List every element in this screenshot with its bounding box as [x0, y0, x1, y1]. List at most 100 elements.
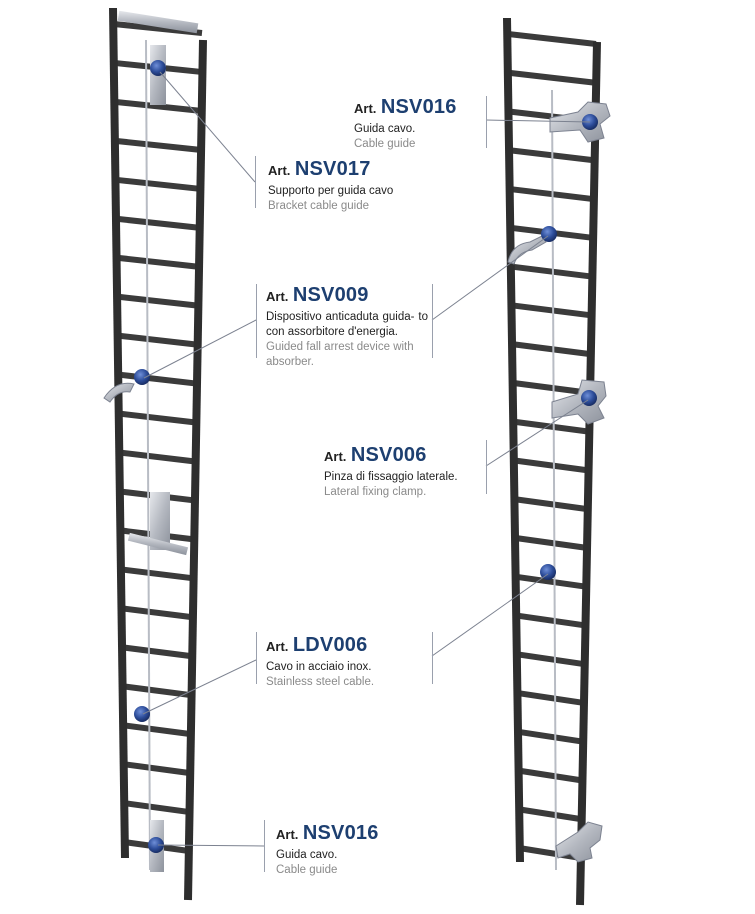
- right-ladder-rung: [512, 379, 590, 396]
- left-ladder-rung: [116, 215, 200, 231]
- right-bottom-guide: [555, 821, 603, 863]
- leader-nsv009-right: [431, 235, 549, 321]
- left-ladder-rung: [116, 293, 199, 309]
- separator-ldv006-right: [432, 632, 433, 684]
- separator-ldv006-left: [256, 632, 257, 684]
- label-code-line: Art. NSV017: [268, 156, 448, 184]
- right-knob-cable: [540, 564, 556, 580]
- right-ladder-rungs: [507, 31, 597, 861]
- right-ladder-rung: [508, 69, 596, 86]
- right-ladder-rung: [516, 728, 584, 745]
- label-nsv017: Art. NSV017 Supporto per guida cavo Brac…: [268, 156, 448, 214]
- art-prefix: Art.: [268, 163, 291, 178]
- left-ladder-rung: [115, 176, 200, 192]
- right-ladder-rung: [513, 457, 589, 474]
- english-description: Bracket cable guide: [268, 200, 370, 212]
- leader-nsv016-bottom: [157, 844, 265, 847]
- left-top-bracket: [117, 10, 199, 34]
- left-ladder-rail-right: [184, 39, 207, 901]
- right-ladder-rung: [507, 31, 597, 47]
- article-code: NSV016: [302, 822, 379, 844]
- left-knob-cable: [134, 706, 150, 722]
- left-ladder-rung: [114, 98, 202, 114]
- left-ladder-rung: [117, 371, 197, 387]
- left-ladder-rung: [117, 332, 198, 348]
- leader-ldv006-left: [142, 659, 257, 715]
- article-code: NSV016: [380, 96, 457, 118]
- right-ladder-rung: [517, 767, 583, 784]
- label-nsv006: Art. NSV006 Pinza di fissaggio laterale.…: [324, 442, 482, 500]
- italian-description: Pinza di fissaggio laterale.: [324, 471, 458, 483]
- label-nsv009: Art. NSV009 Dispositivo anticaduta guida…: [266, 282, 428, 370]
- left-knob-device: [134, 369, 150, 385]
- left-ladder-rung: [123, 800, 191, 816]
- label-code-line: Art. NSV016: [276, 820, 426, 848]
- english-description: Stainless steel cable.: [266, 676, 375, 688]
- right-ladder-rung: [512, 418, 590, 435]
- left-ladder-rung: [121, 644, 193, 660]
- right-ladder-rung: [510, 263, 593, 280]
- leader-ldv006-right: [431, 573, 549, 657]
- right-ladder-rail-left: [503, 17, 524, 863]
- left-ladder-rung: [116, 254, 199, 270]
- label-ldv006: Art. LDV006 Cavo in acciaio inox. Stainl…: [266, 632, 428, 690]
- right-ladder-rung: [513, 496, 588, 513]
- left-ladder-rung: [122, 722, 192, 738]
- leader-nsv006: [485, 399, 589, 467]
- leader-lines: [142, 71, 591, 847]
- right-ladder: [503, 17, 611, 906]
- label-code-line: Art. LDV006: [266, 632, 428, 660]
- left-ladder-rung: [115, 137, 201, 153]
- left-ladder-rung: [120, 605, 194, 621]
- label-code-line: Art. NSV006: [324, 442, 482, 470]
- separator-nsv009-left: [256, 284, 257, 358]
- right-ladder-rung: [518, 845, 582, 861]
- article-code: NSV017: [294, 158, 371, 180]
- art-prefix: Art.: [354, 101, 377, 116]
- label-nsv016-bottom: Art. NSV016 Guida cavo. Cable guide: [276, 820, 426, 878]
- left-ladder-rail-left: [109, 7, 129, 859]
- left-ladder-rung: [118, 449, 196, 465]
- right-cable: [551, 89, 557, 871]
- left-knob-top: [150, 60, 166, 76]
- right-ladder-rung: [514, 534, 588, 551]
- left-knob-bottom: [148, 837, 164, 853]
- right-ladder-rung: [515, 651, 586, 668]
- art-prefix: Art.: [276, 827, 299, 842]
- italian-description: Guida cavo.: [276, 849, 338, 861]
- label-nsv016-top: Art. NSV016 Guida cavo. Cable guide: [354, 94, 484, 152]
- left-cable: [145, 39, 151, 871]
- english-description: Lateral fixing clamp.: [324, 486, 427, 498]
- english-description: Guided fall arrest device with absorber.: [266, 341, 414, 368]
- right-ladder-rung: [511, 341, 591, 358]
- separator-nsv009-right: [432, 284, 433, 358]
- italian-description: Cavo in acciaio inox.: [266, 661, 372, 673]
- separator-nsv006: [486, 440, 487, 494]
- english-description: Cable guide: [354, 138, 416, 150]
- left-carabiner: [103, 382, 135, 403]
- left-ladder-rung: [118, 410, 197, 426]
- right-ladder-rung: [514, 573, 587, 590]
- right-ladder-rung: [518, 806, 583, 823]
- right-ladder-rail-right: [576, 41, 601, 906]
- right-knob-clamp: [581, 390, 597, 406]
- left-ladder-rung: [120, 566, 194, 582]
- right-ladder-rung: [511, 302, 592, 319]
- left-middle-bracket-arm: [127, 532, 189, 556]
- italian-description: Guida cavo.: [354, 123, 416, 135]
- italian-description: Dispositivo anticaduta guida- to con ass…: [266, 311, 428, 338]
- left-ladder: [103, 7, 207, 901]
- right-ladder-rung: [515, 612, 586, 629]
- leader-nsv017: [159, 71, 256, 183]
- italian-description: Supporto per guida cavo: [268, 185, 394, 197]
- art-prefix: Art.: [266, 289, 289, 304]
- left-ladder-rung: [122, 761, 191, 777]
- right-ladder-rung: [516, 689, 585, 706]
- english-description: Cable guide: [276, 864, 338, 876]
- art-prefix: Art.: [266, 639, 289, 654]
- leader-nsv016-top: [485, 119, 591, 123]
- article-code: LDV006: [292, 634, 368, 656]
- separator-nsv017: [255, 156, 256, 208]
- label-code-line: Art. NSV016: [354, 94, 484, 122]
